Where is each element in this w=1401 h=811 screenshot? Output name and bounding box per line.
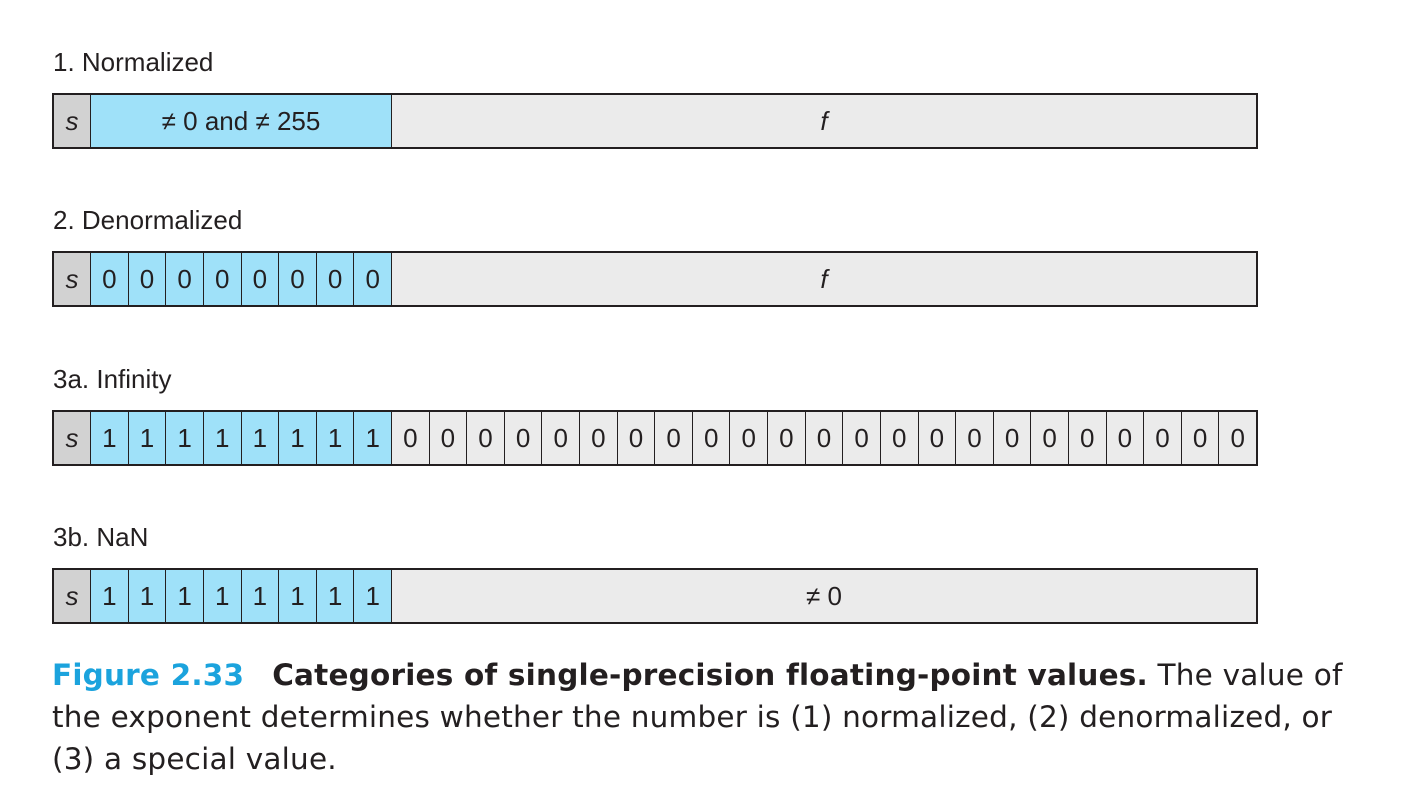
fraction-cell: 0 [843,412,881,464]
exponent-cell: 0 [316,253,355,305]
fraction-cell: 0 [1144,412,1182,464]
exponent-cell: 1 [128,570,167,622]
exponent-cell: 0 [166,253,204,305]
fraction-cell: 0 [1181,412,1220,464]
fraction-cell: f [392,253,1256,305]
fraction-cell: 0 [993,412,1032,464]
exponent-cell: 1 [203,412,242,464]
exponent-cell: 1 [354,412,392,464]
exponent-cell: 1 [316,412,355,464]
exponent-cell: 1 [241,412,280,464]
fraction-cell: 0 [880,412,919,464]
fraction-cell: 0 [617,412,656,464]
exponent-cell: 1 [316,570,355,622]
fraction-cell: 0 [956,412,994,464]
exponent-cell: 0 [354,253,392,305]
exponent-cell: 1 [166,412,204,464]
exponent-cell: 1 [91,412,129,464]
row-label: 2. Denormalized [53,205,243,235]
exponent-cell: 1 [128,412,167,464]
exponent-cell: 1 [354,570,392,622]
fraction-cell: 0 [467,412,505,464]
fraction-cell: 0 [805,412,844,464]
fraction-cell: 0 [1219,412,1257,464]
row-label: 3a. Infinity [53,364,172,394]
figure-caption: Figure 2.33 Categories of single-precisio… [52,654,1372,780]
fraction-cell: 0 [1106,412,1145,464]
fraction-cell: 0 [655,412,693,464]
sign-cell: s [54,412,91,464]
fraction-cell: 0 [1068,412,1107,464]
sign-cell: s [54,570,91,622]
caption-title: Categories of single-precision floating-… [272,658,1148,692]
sign-cell: s [54,95,91,147]
sign-cell: s [54,253,91,305]
fraction-cell: f [392,95,1256,147]
fraction-cell: 0 [692,412,731,464]
exponent-cell: 1 [241,570,280,622]
caption-text: The value of the exponent determines whe… [52,658,1343,776]
figure-number: Figure 2.33 [52,658,245,692]
exponent-cell: 1 [203,570,242,622]
fraction-cell: 0 [429,412,468,464]
row-label: 1. Normalized [53,47,214,77]
exponent-cell: 1 [91,570,129,622]
fraction-cell: 0 [392,412,430,464]
exponent-cell: 0 [128,253,167,305]
fraction-cell: 0 [542,412,581,464]
exponent-cell: 0 [279,253,317,305]
exponent-cell: 0 [241,253,280,305]
fraction-cell: ≠ 0 [392,570,1256,622]
fraction-cell: 0 [504,412,543,464]
exponent-cell: ≠ 0 and ≠ 255 [91,95,392,147]
exponent-cell: 0 [91,253,129,305]
exponent-cell: 1 [279,412,317,464]
exponent-cell: 1 [279,570,317,622]
fraction-cell: 0 [580,412,618,464]
exponent-cell: 0 [203,253,242,305]
row-label: 3b. NaN [53,522,149,552]
fraction-cell: 0 [1031,412,1069,464]
exponent-cell: 1 [166,570,204,622]
fraction-cell: 0 [918,412,957,464]
fraction-cell: 0 [768,412,806,464]
fraction-cell: 0 [730,412,769,464]
